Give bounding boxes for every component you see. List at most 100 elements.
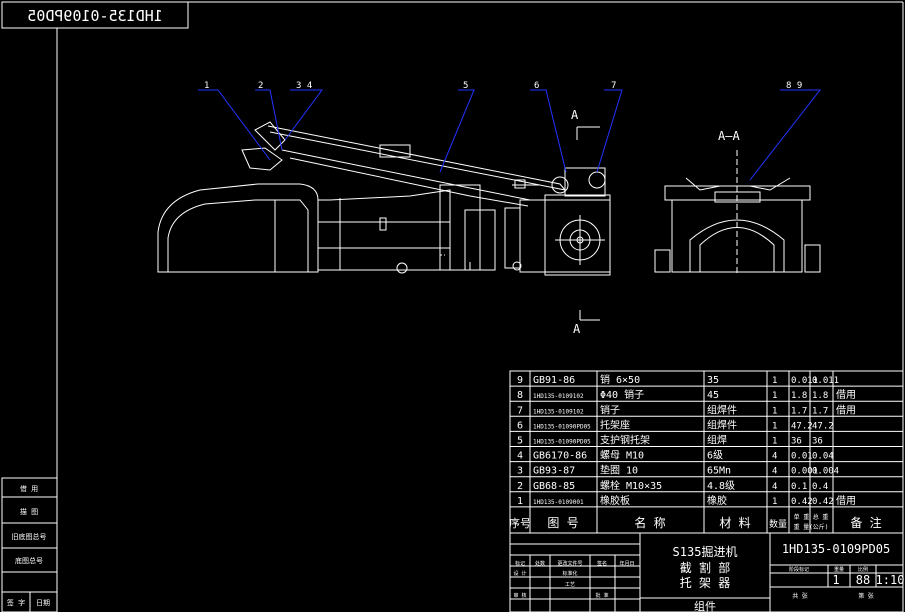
parts-cell-code: GB68-85 bbox=[533, 481, 575, 492]
parts-cell-code: GB6170-86 bbox=[533, 451, 587, 462]
balloon-8-9: 8 9 bbox=[786, 81, 802, 91]
parts-cell-material: 6级 bbox=[707, 450, 723, 462]
section-view: A—A bbox=[654, 129, 821, 275]
parts-cell-code: GB93-87 bbox=[533, 466, 575, 477]
parts-cell-seq: 2 bbox=[517, 481, 523, 492]
sign-standard: 标准化 bbox=[562, 570, 577, 577]
parts-cell-qty: 1 bbox=[772, 421, 777, 431]
parts-cell-name: Φ40 销子 bbox=[600, 388, 644, 401]
parts-cell-unit-w: 1.7 bbox=[791, 406, 807, 416]
side-check: 旧底图总号 bbox=[12, 532, 47, 541]
section-cut-top: A bbox=[571, 108, 600, 140]
main-view bbox=[157, 121, 611, 276]
parts-cell-unit-w: 47.2 bbox=[791, 421, 813, 431]
parts-cell-seq: 6 bbox=[517, 420, 523, 431]
header-code: 图 号 bbox=[547, 516, 578, 530]
title-assembly-1: 截 割 部 bbox=[680, 560, 730, 575]
parts-cell-name: 螺栓 M10×35 bbox=[600, 479, 662, 492]
header-remark: 备 注 bbox=[850, 515, 881, 530]
parts-cell-seq: 9 bbox=[517, 375, 523, 386]
parts-cell-name: 销子 bbox=[600, 403, 620, 416]
rev-count: 处数 bbox=[535, 560, 545, 567]
parts-cell-code: 1HD135-0109102 bbox=[533, 393, 584, 400]
title-bottom: 组件 bbox=[694, 599, 716, 612]
parts-cell-total-w: 0.011 bbox=[812, 376, 839, 386]
side-base-no: 底图总号 bbox=[15, 556, 43, 565]
section-marker-bottom: A bbox=[573, 322, 581, 336]
parts-cell-code: 1HD135-0109001 bbox=[533, 499, 584, 506]
value-quantity: 1 bbox=[832, 573, 839, 587]
balloon-6: 6 bbox=[534, 81, 539, 91]
side-trace: 描 图 bbox=[20, 507, 38, 516]
parts-cell-qty: 1 bbox=[772, 437, 777, 447]
title-drawing-code: 1HD135-0109PD05 bbox=[782, 542, 890, 556]
parts-cell-total-w: 36 bbox=[812, 437, 823, 447]
parts-cell-total-w: 1.8 bbox=[812, 391, 828, 401]
parts-cell-qty: 4 bbox=[772, 452, 777, 462]
balloon-3-4: 3 4 bbox=[296, 81, 312, 91]
side-strip-table: 借 用 描 图 旧底图总号 底图总号 签 字 日期 bbox=[1, 477, 58, 612]
parts-cell-qty: 4 bbox=[772, 482, 777, 492]
parts-cell-unit-w: 0.42 bbox=[791, 497, 813, 507]
parts-cell-name: 橡胶板 bbox=[600, 494, 630, 507]
balloon-2: 2 bbox=[258, 81, 263, 91]
parts-cell-qty: 1 bbox=[772, 497, 777, 507]
parts-cell-code: GB91-86 bbox=[533, 375, 575, 386]
sheet-no: 第 张 bbox=[858, 592, 874, 600]
title-machine: S135掘进机 bbox=[673, 544, 738, 559]
header-seq: 序号 bbox=[509, 516, 531, 530]
sign-review: 审 核 bbox=[513, 592, 526, 599]
parts-cell-name: 销 6×50 bbox=[600, 373, 640, 386]
parts-cell-total-w: 47.2 bbox=[812, 421, 834, 431]
header-material: 材 料 bbox=[719, 516, 750, 530]
parts-cell-seq: 5 bbox=[517, 436, 523, 447]
label-weight: 重量 bbox=[834, 566, 844, 573]
parts-cell-seq: 3 bbox=[517, 466, 523, 477]
parts-cell-unit-w: 0.001 bbox=[791, 467, 818, 477]
value-weight: 88 bbox=[856, 573, 870, 587]
parts-cell-unit-w: 0.1 bbox=[791, 482, 807, 492]
parts-cell-material: 组焊件 bbox=[707, 403, 737, 416]
parts-cell-name: 螺母 M10 bbox=[600, 450, 644, 462]
title-assembly-2: 托 架 器 bbox=[680, 576, 730, 590]
parts-cell-remark: 借用 bbox=[836, 404, 856, 416]
sign-process: 工艺 bbox=[565, 582, 575, 588]
parts-cell-material: 4.8级 bbox=[707, 480, 735, 492]
parts-cell-total-w: 0.04 bbox=[812, 452, 834, 462]
parts-cell-total-w: 0.4 bbox=[812, 482, 828, 492]
section-marker-top: A bbox=[571, 108, 579, 122]
parts-cell-name: 托架座 bbox=[600, 418, 630, 431]
title-block: 标记 处数 更改文件号 签名 年月日 设 计 标准化 审 核 工艺 批 准 S1… bbox=[509, 532, 905, 612]
balloon-7: 7 bbox=[611, 81, 616, 91]
parts-cell-qty: 1 bbox=[772, 391, 777, 401]
parts-cell-total-w: 0.42 bbox=[812, 497, 834, 507]
parts-cell-material: 组焊件 bbox=[707, 418, 737, 431]
parts-cell-name: 支护钢托架 bbox=[600, 434, 650, 447]
parts-cell-material: 组焊 bbox=[707, 434, 727, 447]
parts-cell-qty: 1 bbox=[772, 406, 777, 416]
side-date: 日期 bbox=[36, 599, 50, 607]
rev-mark: 标记 bbox=[515, 560, 525, 567]
parts-cell-name: 垫圈 10 bbox=[600, 464, 638, 477]
parts-cell-code: 1HD135-0109102 bbox=[533, 408, 584, 415]
value-scale: 1:10 bbox=[876, 573, 905, 587]
parts-cell-unit-w: 0.01 bbox=[791, 452, 813, 462]
parts-cell-code: 1HD135-01090PD05 bbox=[533, 423, 591, 430]
balloon-5: 5 bbox=[463, 81, 468, 91]
header-qty: 数量 bbox=[769, 518, 787, 530]
sign-approve: 批 准 bbox=[595, 592, 608, 599]
parts-cell-unit-w: 0.011 bbox=[791, 376, 818, 386]
section-view-label: A—A bbox=[718, 129, 740, 143]
side-borrow: 借 用 bbox=[20, 484, 38, 493]
rev-date: 年月日 bbox=[619, 560, 634, 567]
side-sign: 签 字 bbox=[7, 598, 25, 607]
label-stage: 阶段标记 bbox=[789, 566, 809, 573]
parts-cell-unit-w: 1.8 bbox=[791, 391, 807, 401]
parts-cell-seq: 7 bbox=[517, 405, 523, 416]
parts-cell-qty: 1 bbox=[772, 376, 777, 386]
parts-cell-remark: 借用 bbox=[836, 389, 856, 401]
parts-cell-unit-w: 36 bbox=[791, 437, 802, 447]
parts-cell-material: 橡胶 bbox=[707, 494, 727, 507]
